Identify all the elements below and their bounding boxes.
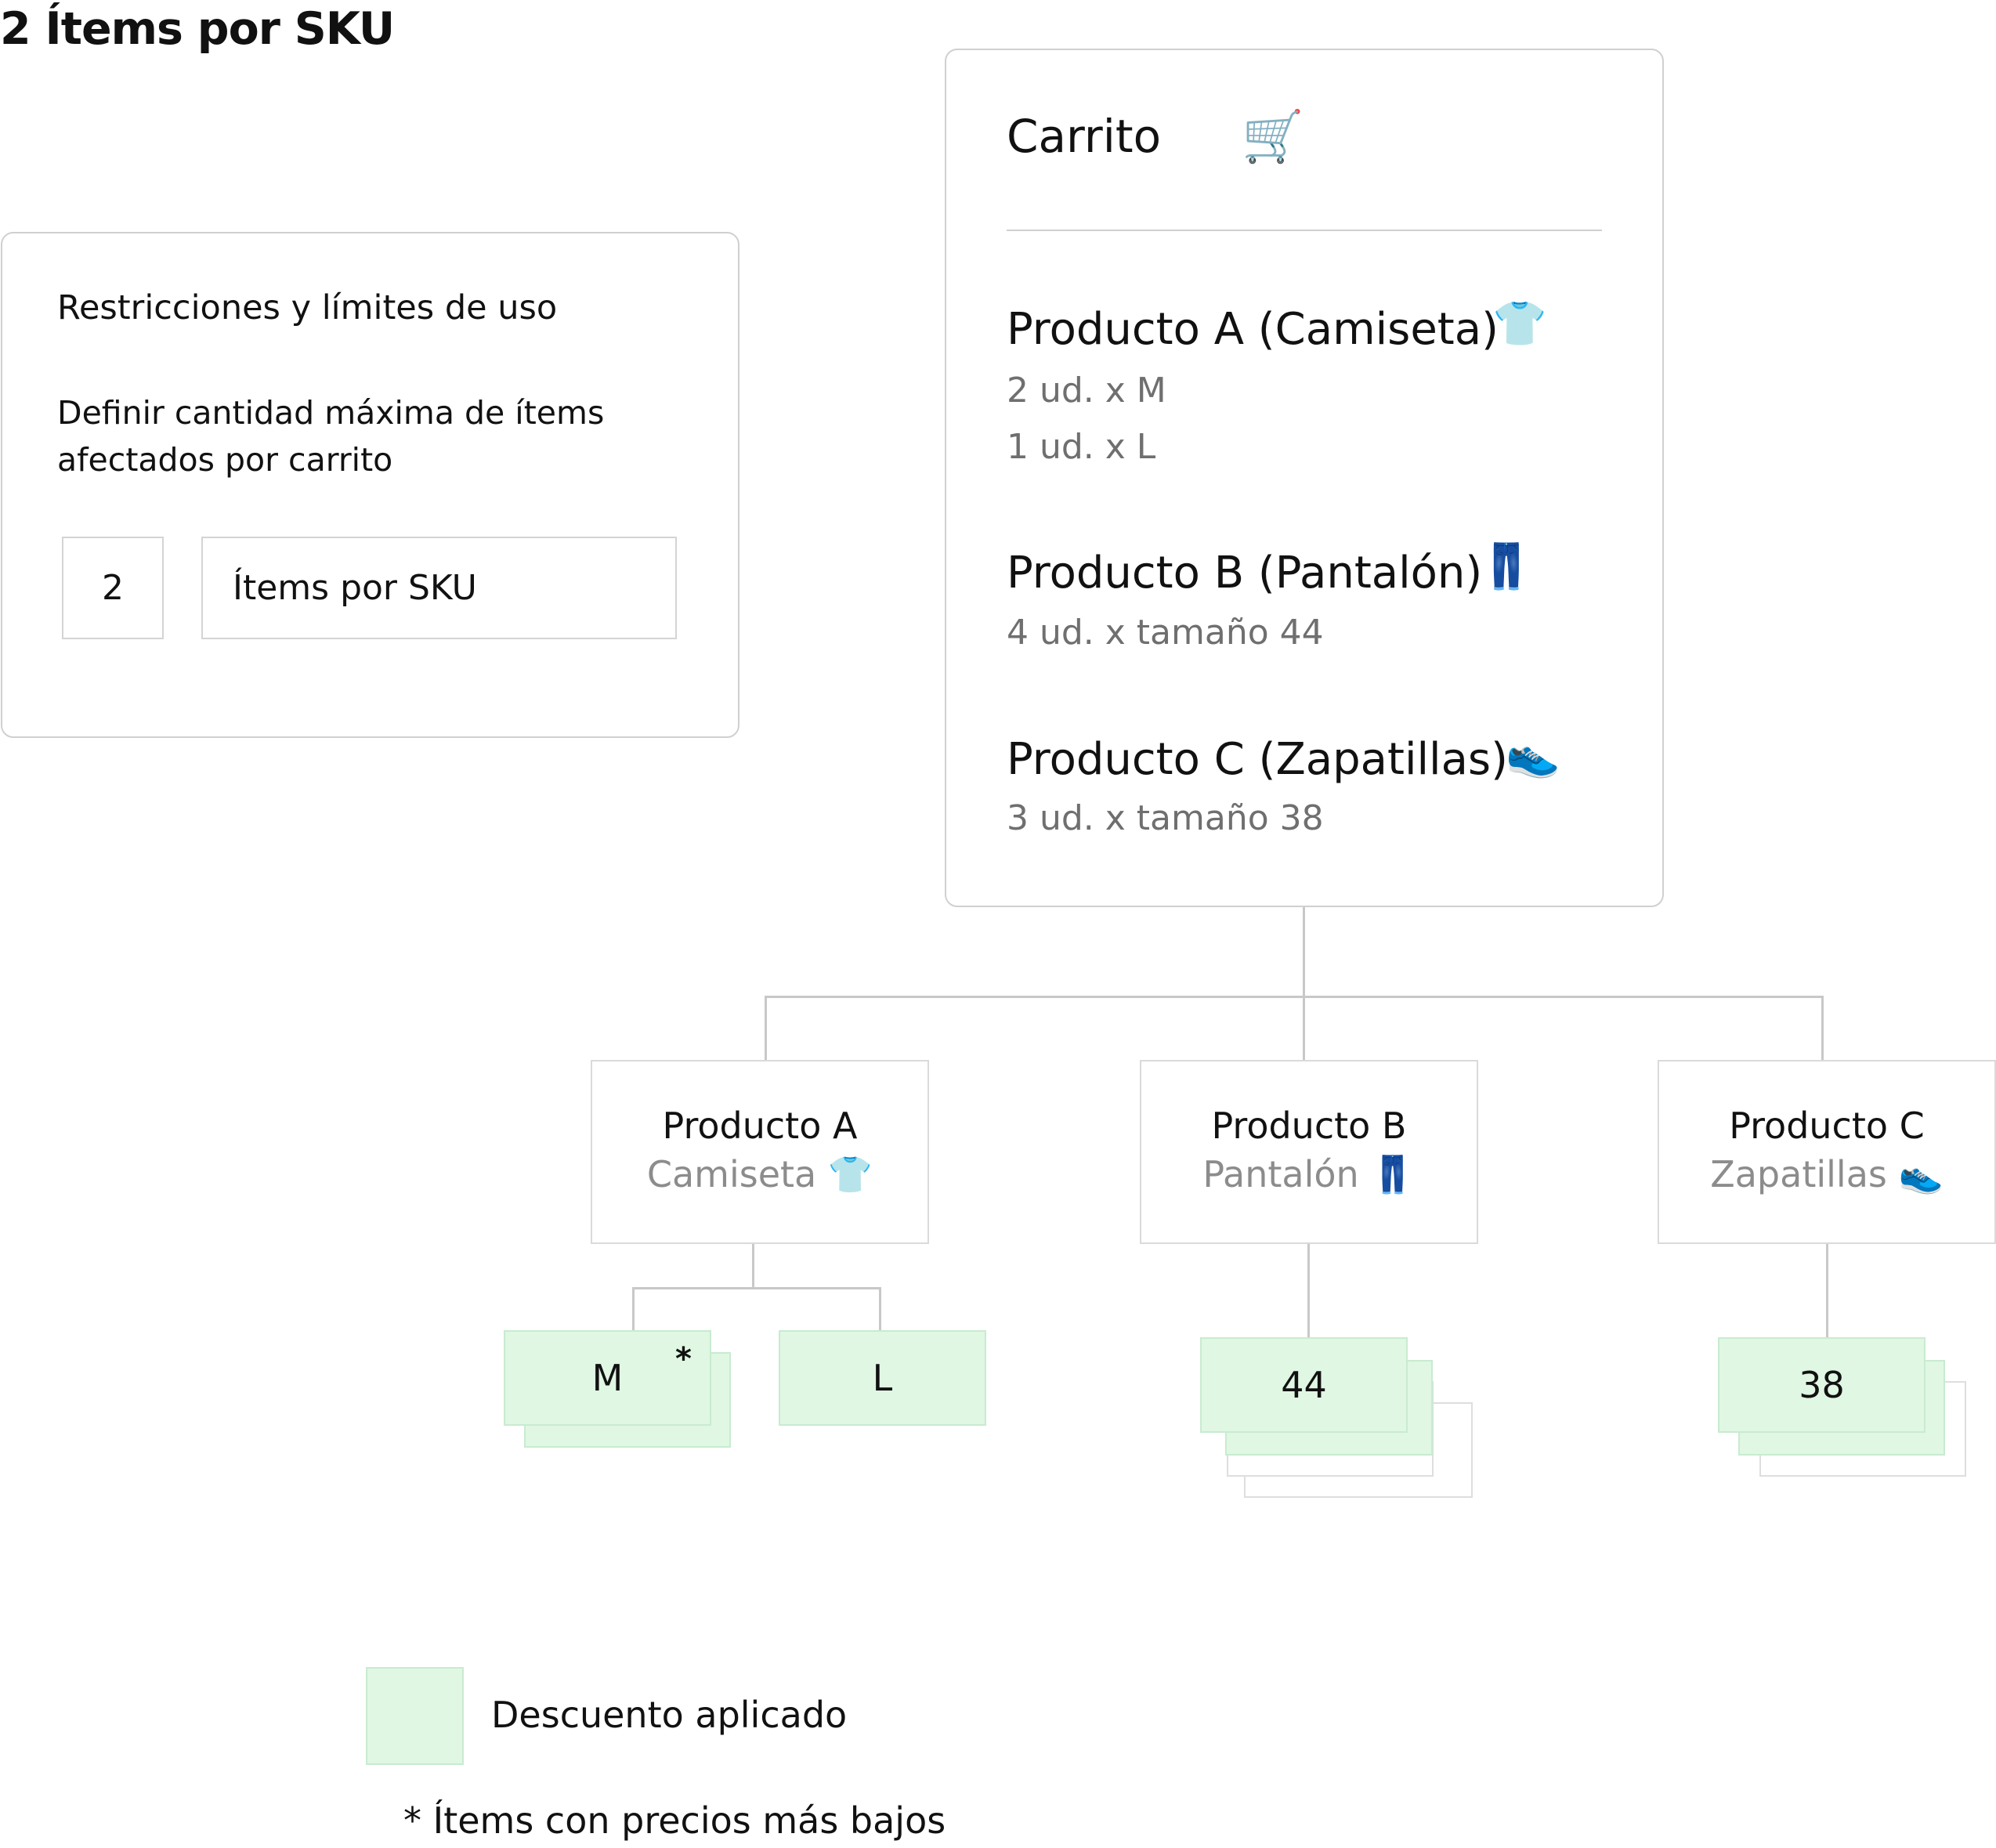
jeans-icon: 👖 bbox=[1370, 1153, 1416, 1195]
product-node-subtitle: Zapatillas bbox=[1710, 1153, 1887, 1195]
product-node-a: Producto A Camiseta 👕 bbox=[591, 1060, 929, 1244]
connector-line bbox=[765, 996, 1824, 998]
variant-card-m: M bbox=[504, 1330, 711, 1426]
cart-product-detail: 4 ud. x tamaño 44 bbox=[1007, 613, 1324, 653]
cart-product-detail: 2 ud. x M bbox=[1007, 371, 1166, 410]
restrictions-description: Definir cantidad máxima de ítems afectad… bbox=[57, 394, 605, 479]
variant-card-l: L bbox=[779, 1330, 986, 1426]
product-node-name: Producto B bbox=[1211, 1105, 1407, 1147]
connector-line bbox=[1307, 1244, 1310, 1338]
cart-product-name: Producto C (Zapatillas) bbox=[1007, 734, 1508, 785]
shirt-icon: 👕 bbox=[1492, 298, 1547, 349]
product-node-subtitle: Camiseta bbox=[646, 1153, 817, 1195]
sneaker-icon: 👟 bbox=[1506, 729, 1560, 780]
cart-title: Carrito bbox=[1007, 110, 1162, 163]
variant-label: L bbox=[872, 1357, 893, 1399]
product-node-subtitle-row: Camiseta 👕 bbox=[592, 1153, 927, 1196]
cart-divider bbox=[1007, 230, 1602, 231]
jeans-icon: 👖 bbox=[1479, 541, 1534, 592]
restrictions-card bbox=[1, 232, 739, 738]
connector-line bbox=[1821, 996, 1824, 1060]
product-node-subtitle: Pantalón bbox=[1202, 1153, 1359, 1195]
connector-line bbox=[752, 1244, 754, 1287]
variant-label: M bbox=[591, 1357, 624, 1399]
cart-product-name: Producto B (Pantalón) bbox=[1007, 548, 1483, 599]
connector-line bbox=[632, 1287, 881, 1289]
sneaker-icon: 👟 bbox=[1898, 1153, 1944, 1195]
variant-label: 44 bbox=[1281, 1364, 1327, 1406]
lowest-price-marker: * bbox=[675, 1341, 692, 1377]
unit-select-input[interactable]: Ítems por SKU bbox=[201, 537, 677, 639]
variant-card-44: 44 bbox=[1200, 1337, 1408, 1433]
product-node-name: Producto C bbox=[1729, 1105, 1925, 1147]
shopping-cart-icon: 🛒 bbox=[1242, 108, 1304, 166]
cart-product-name: Producto A (Camiseta) bbox=[1007, 304, 1499, 355]
legend-label: Descuento aplicado bbox=[491, 1694, 848, 1736]
connector-line bbox=[879, 1287, 881, 1331]
connector-line bbox=[765, 996, 767, 1060]
connector-line bbox=[1826, 1244, 1828, 1338]
page-title: 2 Ítems por SKU bbox=[0, 3, 395, 55]
variant-card-38: 38 bbox=[1718, 1337, 1925, 1433]
connector-line bbox=[1303, 907, 1305, 1060]
legend-swatch bbox=[366, 1667, 464, 1765]
cart-product-detail: 3 ud. x tamaño 38 bbox=[1007, 798, 1324, 838]
variant-label: 38 bbox=[1799, 1364, 1845, 1406]
cart-product-detail: 1 ud. x L bbox=[1007, 427, 1156, 467]
cart-card bbox=[945, 49, 1664, 907]
footnote: * Ítems con precios más bajos bbox=[403, 1799, 946, 1842]
product-node-subtitle-row: Zapatillas 👟 bbox=[1659, 1153, 1994, 1196]
max-quantity-input[interactable]: 2 bbox=[62, 537, 164, 639]
connector-line bbox=[632, 1287, 635, 1331]
product-node-subtitle-row: Pantalón 👖 bbox=[1141, 1153, 1477, 1196]
shirt-icon: 👕 bbox=[827, 1153, 873, 1195]
product-node-name: Producto A bbox=[662, 1105, 858, 1147]
restrictions-heading: Restricciones y límites de uso bbox=[57, 288, 558, 327]
product-node-b: Producto B Pantalón 👖 bbox=[1140, 1060, 1478, 1244]
product-node-c: Producto C Zapatillas 👟 bbox=[1658, 1060, 1996, 1244]
